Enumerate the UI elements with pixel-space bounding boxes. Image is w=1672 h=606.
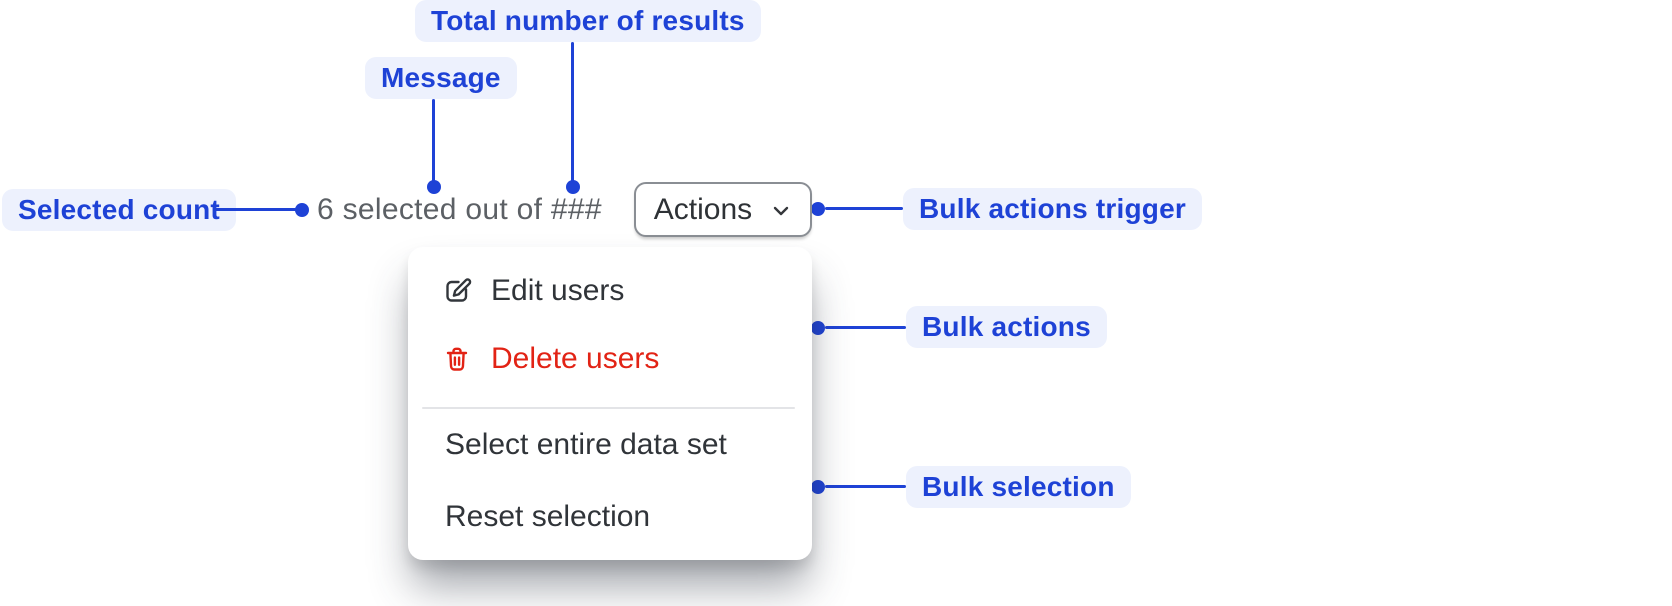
connector-line-bulk-selection	[825, 485, 906, 488]
menu-item-delete-users[interactable]: Delete users	[408, 325, 812, 393]
annotation-bulk-actions: Bulk actions	[906, 306, 1107, 348]
delete-icon	[442, 344, 472, 374]
menu-item-edit-users[interactable]: Edit users	[408, 257, 812, 325]
actions-button-label: Actions	[653, 192, 753, 226]
annotation-message: Message	[365, 57, 517, 99]
connector-line-bulk-actions	[825, 326, 906, 329]
annotation-bulk-selection: Bulk selection	[906, 466, 1131, 508]
annotation-bulk-actions-trigger: Bulk actions trigger	[903, 188, 1202, 230]
menu-item-label: Delete users	[491, 342, 660, 375]
annotation-total-results: Total number of results	[415, 0, 761, 42]
annotation-selected-count: Selected count	[2, 189, 236, 231]
menu-item-select-entire-data-set[interactable]: Select entire data set	[408, 409, 812, 481]
menu-item-label: Select entire data set	[445, 428, 727, 461]
connector-dot-selected-count	[295, 203, 309, 217]
menu-item-reset-selection[interactable]: Reset selection	[408, 481, 812, 553]
connector-dot-bulk-selection	[811, 480, 825, 494]
connector-line-message	[432, 99, 435, 182]
bulk-actions-menu: Edit users Delete users Select entire da…	[408, 247, 812, 560]
connector-line-total-results	[571, 42, 574, 182]
selected-count-message: 6 selected out of ###	[317, 193, 602, 226]
chevron-down-icon	[770, 197, 792, 222]
connector-dot-message	[427, 180, 441, 194]
connector-dot-bulk-actions	[811, 321, 825, 335]
connector-line-bulk-actions-trigger	[825, 207, 903, 210]
menu-divider	[422, 407, 795, 409]
connector-dot-bulk-actions-trigger	[811, 202, 825, 216]
bulk-actions-trigger-button[interactable]: Actions	[634, 182, 812, 237]
menu-item-label: Edit users	[491, 274, 625, 307]
connector-line-selected-count	[215, 208, 297, 211]
edit-icon	[442, 276, 472, 306]
menu-item-label: Reset selection	[445, 500, 651, 533]
connector-dot-total-results	[566, 180, 580, 194]
